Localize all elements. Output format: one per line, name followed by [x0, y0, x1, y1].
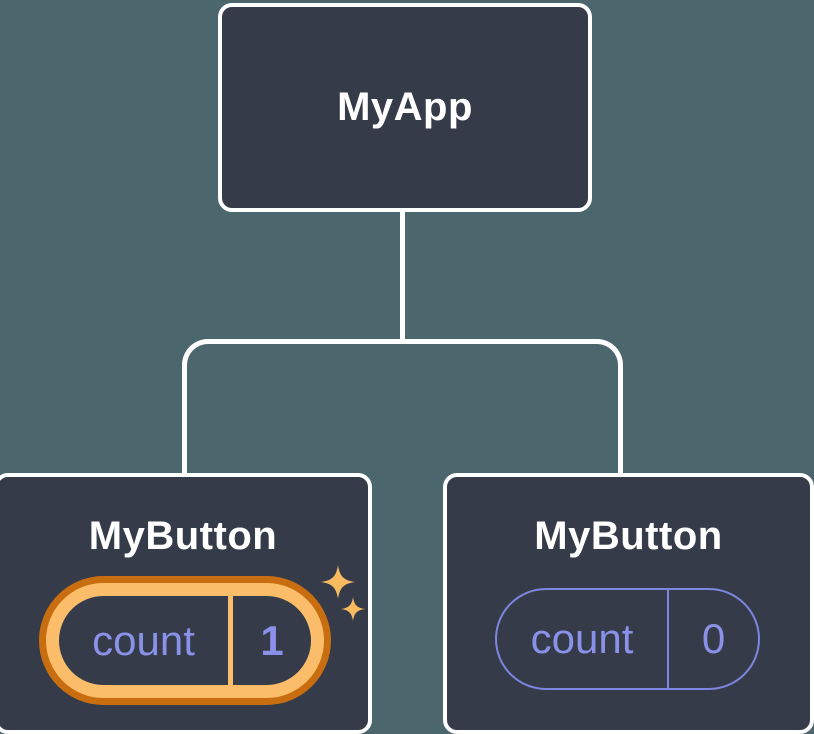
state-pill: count 0: [495, 588, 760, 690]
node-mybutton-left-label: MyButton: [88, 514, 278, 558]
state-value: 0: [701, 615, 726, 662]
state-name-label: count: [530, 615, 634, 662]
state-pill-highlighted: count 1: [46, 583, 324, 698]
state-name-label: count: [92, 616, 195, 664]
node-mybutton-right-label: MyButton: [534, 514, 723, 558]
sparkles-icon: [321, 565, 365, 621]
node-myapp-label: MyApp: [337, 85, 473, 129]
pill-divider: [667, 590, 669, 688]
connector-branch: [182, 339, 623, 473]
node-myapp: MyApp: [218, 3, 592, 212]
pill-divider: [228, 596, 233, 685]
state-value: 1: [260, 616, 284, 664]
connector-stem: [400, 211, 405, 342]
